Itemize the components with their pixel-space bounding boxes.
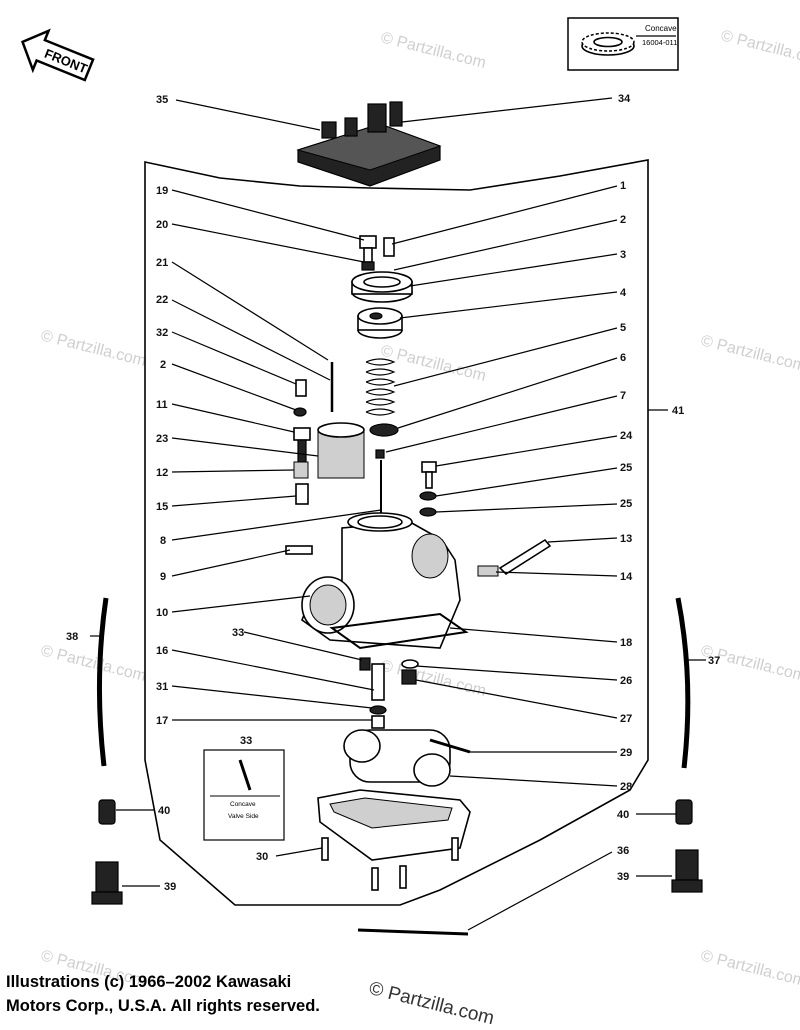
callout-number: 9: [160, 571, 166, 583]
copyright-line-1: Illustrations (c) 1966–2002 Kawasaki: [6, 973, 292, 991]
callout-number: 40: [617, 809, 629, 821]
callout-number: 19: [156, 185, 168, 197]
callout-number: 16: [156, 645, 168, 657]
part-top-cap: [296, 101, 442, 187]
parts-stack: 33 Concave Valve Side: [91, 235, 703, 936]
leader-lines: [90, 97, 706, 931]
watermark: © Partzilla.com: [379, 657, 488, 700]
watermark: © Partzilla.com: [379, 29, 488, 72]
callout-number: 2: [160, 359, 166, 371]
copyright-notice: Illustrations (c) 1966–2002 Kawasaki Mot…: [6, 970, 466, 1018]
callout-number: 23: [156, 433, 168, 445]
callout-numbers: 1 2 3 4 5 6 7 24 25 25 13 14 18 26 27 29…: [66, 93, 720, 893]
callout-number: 14: [620, 571, 633, 583]
callout-number: 33: [232, 627, 244, 639]
inset-33-note2: Valve Side: [228, 813, 259, 820]
callout-number: 35: [156, 94, 168, 106]
callout-number: 32: [156, 327, 168, 339]
callout-number: 15: [156, 501, 168, 513]
copyright-line-2: Motors Corp., U.S.A. All rights reserved…: [6, 997, 320, 1015]
watermark: © Partzilla.com: [699, 947, 800, 990]
watermark: © Partzilla.com: [719, 27, 800, 70]
callout-number: 30: [256, 851, 268, 863]
callout-number: 18: [620, 637, 632, 649]
callout-number: 39: [164, 881, 176, 893]
callout-number: 13: [620, 533, 632, 545]
callout-number: 8: [160, 535, 166, 547]
callout-number: 4: [620, 287, 627, 299]
watermark: © Partzilla.com: [379, 342, 488, 385]
callout-number: 21: [156, 257, 168, 269]
callout-number: 40: [158, 805, 170, 817]
callout-number: 27: [620, 713, 632, 725]
watermark: © Partzilla.com: [699, 332, 800, 375]
callout-number: 3: [620, 249, 626, 261]
callout-number: 26: [620, 675, 632, 687]
inset-33-note1: Concave: [230, 801, 256, 808]
callout-number: 25: [620, 498, 632, 510]
callout-number: 17: [156, 715, 168, 727]
callout-number: 37: [708, 655, 720, 667]
callout-number: 20: [156, 219, 168, 231]
callout-number: 29: [620, 747, 632, 759]
concave-note-title: Concave: [645, 24, 677, 33]
inset-33-label: 33: [240, 735, 252, 747]
callout-number: 10: [156, 607, 168, 619]
callout-number: 11: [156, 399, 168, 411]
callout-number: 6: [620, 352, 626, 364]
callout-number: 12: [156, 467, 168, 479]
callout-number: 31: [156, 681, 168, 693]
concave-note-part-no: 16004-011: [642, 38, 677, 47]
callout-number: 2: [620, 214, 626, 226]
callout-number: 7: [620, 390, 626, 402]
callout-number: 34: [618, 93, 631, 105]
kit-outline: [144, 159, 649, 906]
callout-number: 38: [66, 631, 78, 643]
callout-number: 1: [620, 180, 626, 192]
callout-number: 28: [620, 781, 632, 793]
callout-number: 24: [620, 430, 633, 442]
callout-number: 22: [156, 294, 168, 306]
callout-number: 5: [620, 322, 626, 334]
callout-number: 41: [672, 405, 684, 417]
watermark: © Partzilla.com: [39, 327, 148, 370]
callout-number: 36: [617, 845, 629, 857]
front-arrow-icon: FRONT: [20, 28, 95, 82]
watermark: © Partzilla.com: [39, 642, 148, 685]
callout-number: 25: [620, 462, 632, 474]
callout-number: 39: [617, 871, 629, 883]
concave-note-box: Concave 16004-011: [567, 17, 679, 71]
